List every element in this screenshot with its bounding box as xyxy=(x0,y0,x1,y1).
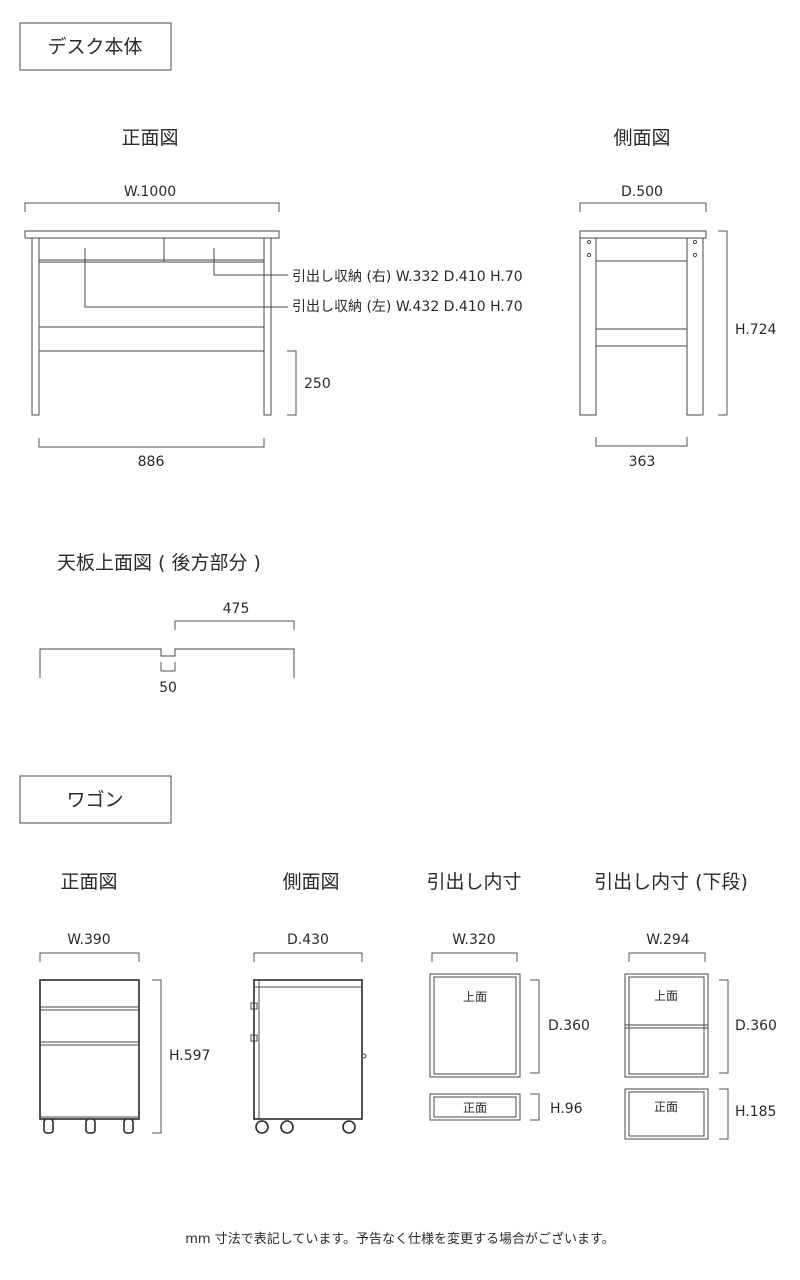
lower-drawer-title: 引出し内寸 (下段) xyxy=(594,871,748,893)
desk-top-title: 天板上面図 ( 後方部分 ) xyxy=(57,552,261,574)
desk-side-depth-label: D.500 xyxy=(621,184,663,200)
section-desk-label: デスク本体 xyxy=(47,36,142,58)
wagon-side-title: 側面図 xyxy=(282,871,339,893)
desk-height-label: H.724 xyxy=(735,322,777,338)
footer-note: mm 寸法で表記しています。予告なく仕様を変更する場合がございます。 xyxy=(185,1231,614,1247)
drawer-inner-title: 引出し内寸 xyxy=(426,871,521,893)
wagon-front-width-label: W.390 xyxy=(67,932,110,948)
drawer-depth-label: D.360 xyxy=(548,1018,590,1034)
desk-top-dim-label: 475 xyxy=(223,601,250,617)
lower-drawer-top-label: 上面 xyxy=(654,989,678,1003)
section-wagon-label: ワゴン xyxy=(66,789,123,811)
drawer-right-label: 引出し収納 (右) W.332 D.410 H.70 xyxy=(292,269,523,285)
lower-drawer-view: 引出し内寸 (下段) W.294 上面 D.360 正面 H.185 xyxy=(594,871,777,1140)
desk-side-title: 側面図 xyxy=(613,127,670,149)
wagon-side-depth-label: D.430 xyxy=(287,932,329,948)
drawer-inner-view: 引出し内寸 W.320 上面 D.360 正面 H.96 xyxy=(426,871,590,1121)
lower-drawer-front-label: 正面 xyxy=(654,1100,678,1114)
drawer-left-label: 引出し収納 (左) W.432 D.410 H.70 xyxy=(292,299,523,315)
wagon-front-title: 正面図 xyxy=(60,871,117,893)
drawer-top-label: 上面 xyxy=(463,990,487,1004)
leg-clearance-label: 250 xyxy=(304,376,331,392)
desk-side-view: 側面図 D.500 H.724 363 xyxy=(579,127,777,470)
desk-front-title: 正面図 xyxy=(121,127,178,149)
wagon-height-label: H.597 xyxy=(169,1048,210,1064)
section-wagon-header: ワゴン xyxy=(19,775,172,824)
lower-drawer-width-label: W.294 xyxy=(646,932,690,948)
desk-front-width-label: W.1000 xyxy=(124,184,176,200)
lower-drawer-depth-label: D.360 xyxy=(735,1018,777,1034)
lower-drawer-height-label: H.185 xyxy=(735,1104,776,1120)
notch-label: 50 xyxy=(159,680,177,696)
desk-side-inner-label: 363 xyxy=(629,454,656,470)
drawer-inner-width-label: W.320 xyxy=(452,932,495,948)
desk-inner-width-label: 886 xyxy=(138,454,165,470)
wagon-front-view: 正面図 W.390 H.597 xyxy=(39,871,210,1134)
drawer-height-label: H.96 xyxy=(550,1101,583,1117)
desk-top-view: 天板上面図 ( 後方部分 ) 475 50 xyxy=(39,552,295,696)
section-desk-header: デスク本体 xyxy=(19,22,172,71)
drawer-front-label: 正面 xyxy=(463,1101,487,1115)
wagon-side-view: 側面図 D.430 xyxy=(250,871,367,1134)
desk-front-view: 正面図 W.1000 引出し収納 (右) W.332 D.410 H.70 引出… xyxy=(24,127,523,470)
